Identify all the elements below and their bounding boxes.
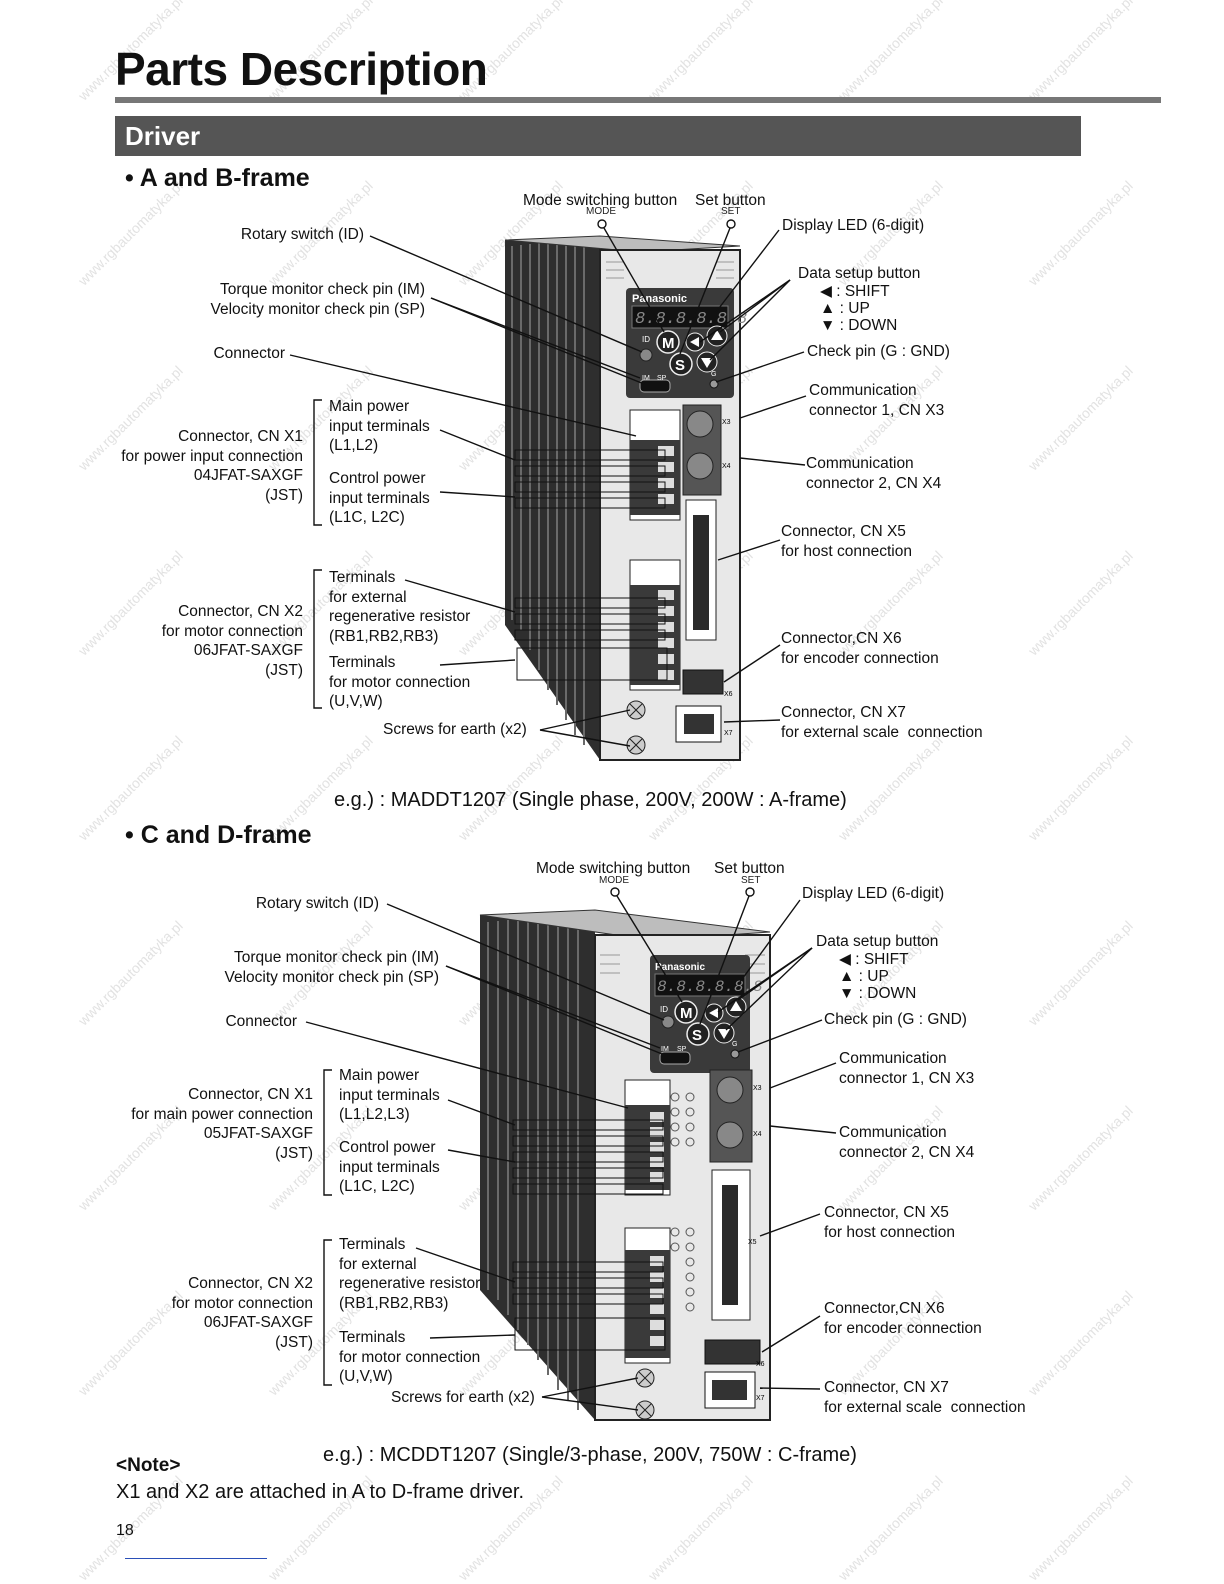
cd-rotary-switch-label: Rotary switch (ID) — [200, 894, 379, 914]
svg-text:X7: X7 — [756, 1395, 765, 1402]
cd-display-led-label: Display LED (6-digit) — [802, 884, 944, 904]
cd-mode-small-label: MODE — [599, 875, 629, 886]
cd-monitor-pins-label: Torque monitor check pin (IM) Velocity m… — [160, 948, 439, 987]
svg-text:IM: IM — [661, 1046, 669, 1053]
note-heading: <Note> — [116, 1455, 180, 1477]
cd-set-small-label: SET — [741, 875, 760, 886]
cd-cn-x5-label: Connector, CN X5 for host connection — [824, 1203, 955, 1242]
svg-text:X6: X6 — [756, 1361, 765, 1368]
page-number: 18 — [116, 1522, 134, 1540]
cd-cn-x2-label: Connector, CN X2 for motor connection 06… — [100, 1274, 313, 1352]
cd-earth-label: Screws for earth (x2) — [391, 1388, 535, 1408]
cd-connector-label: Connector — [160, 1012, 297, 1032]
cd-cn-x6-shape — [705, 1340, 760, 1364]
cd-motor-terminals-label: Terminals for motor connection (U,V,W) — [339, 1328, 480, 1387]
cd-cn-x6-label: Connector,CN X6 for encoder connection — [824, 1299, 982, 1338]
down-icon: ▼ — [839, 985, 854, 1002]
svg-text:S: S — [692, 1027, 702, 1044]
footer-rule — [125, 1558, 267, 1559]
cd-data-setup-label: Data setup button — [816, 932, 938, 952]
svg-text:X3: X3 — [753, 1085, 762, 1092]
cd-cn-x3-label: Communication connector 1, CN X3 — [839, 1049, 974, 1088]
cd-control-power-label: Control power input terminals (L1C, L2C) — [339, 1138, 440, 1197]
cd-down-label: ▼ : DOWN — [839, 984, 916, 1004]
cd-rotary-switch — [662, 1016, 674, 1028]
svg-text:G: G — [732, 1041, 737, 1048]
shift-icon: ◀︎ — [839, 951, 851, 968]
cd-cn-x4-label: Communication connector 2, CN X4 — [839, 1123, 974, 1162]
note-text: X1 and X2 are attached in A to D-frame d… — [116, 1481, 524, 1504]
cd-check-pin-label: Check pin (G : GND) — [824, 1010, 967, 1030]
cd-regen-label: Terminals for external regenerative resi… — [339, 1235, 480, 1313]
cd-driver-illustration: Panasonic 8.8.8.8.8.8 ID M S IM SP G X3 … — [480, 910, 770, 1420]
up-icon: ▲ — [839, 968, 854, 985]
svg-text:X4: X4 — [753, 1131, 762, 1138]
cd-main-power-label: Main power input terminals (L1,L2,L3) — [339, 1066, 440, 1125]
svg-text:SP: SP — [677, 1046, 687, 1053]
svg-text:M: M — [680, 1005, 693, 1022]
svg-text:ID: ID — [660, 1005, 668, 1014]
svg-text:X5: X5 — [748, 1239, 757, 1246]
cd-frame-caption: e.g.) : MCDDT1207 (Single/3-phase, 200V,… — [323, 1444, 857, 1467]
cd-cn-x7-label: Connector, CN X7 for external scale conn… — [824, 1378, 1026, 1417]
cd-cn-x1-label: Connector, CN X1 for main power connecti… — [100, 1085, 313, 1163]
